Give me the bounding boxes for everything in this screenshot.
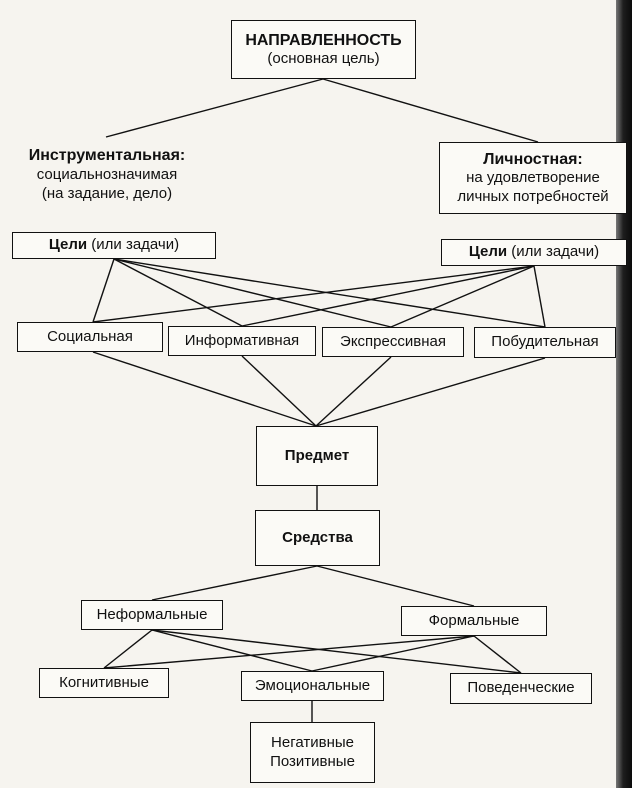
node-instrumental-title: Инструментальная: bbox=[28, 147, 186, 165]
node-subject: Предмет bbox=[256, 426, 378, 486]
node-orientation: НАПРАВЛЕННОСТЬ (основная цель) bbox=[231, 20, 416, 79]
edge-informal-behavioral bbox=[151, 629, 522, 674]
node-valence-line1: Негативные bbox=[271, 734, 354, 752]
edge-expressive-subject bbox=[315, 356, 392, 427]
node-goals-right-rest: (или задачи) bbox=[507, 243, 600, 261]
node-orientation-title: НАПРАВЛЕННОСТЬ bbox=[245, 31, 402, 49]
edge-goals-right-expressive bbox=[390, 265, 535, 328]
node-expressive: Экспрессивная bbox=[322, 327, 464, 357]
edge-formal-behavioral bbox=[473, 635, 522, 674]
edge-goals-right-motivating bbox=[533, 265, 546, 328]
node-goals-right-bold: Цели bbox=[468, 243, 508, 261]
node-valence-line2: Позитивные bbox=[270, 752, 355, 770]
node-means: Средства bbox=[255, 510, 380, 566]
edge-means-informal bbox=[151, 565, 318, 601]
edge-informal-emotional bbox=[151, 629, 313, 672]
edge-goals-left-informative bbox=[113, 258, 243, 327]
node-instrumental-line2: (на задание, дело) bbox=[41, 184, 173, 202]
node-orientation-subtitle: (основная цель) bbox=[267, 50, 380, 68]
edge-means-formal bbox=[316, 565, 475, 607]
node-instrumental-line1: социальнозначимая bbox=[36, 166, 178, 184]
node-cognitive: Когнитивные bbox=[39, 668, 169, 698]
node-personal: Личностная: на удовлетворение личных пот… bbox=[439, 142, 627, 214]
node-behavioral: Поведенческие bbox=[450, 673, 592, 704]
node-formal: Формальные bbox=[401, 606, 547, 636]
edge-goals-left-expressive bbox=[113, 258, 392, 328]
edge-root-instrumental bbox=[105, 78, 324, 138]
node-personal-line1: на удовлетворение bbox=[466, 169, 600, 187]
edge-informal-cognitive bbox=[103, 629, 153, 669]
node-personal-line2: личных потребностей bbox=[457, 187, 609, 205]
node-goals-left-rest: (или задачи) bbox=[87, 236, 180, 254]
edge-goals-left-social bbox=[92, 258, 115, 323]
node-instrumental: Инструментальная: социальнозначимая (на … bbox=[12, 137, 202, 213]
node-goals-left: Цели (или задачи) bbox=[12, 232, 216, 259]
edge-social-subject bbox=[92, 351, 317, 427]
edge-goals-right-informative bbox=[241, 265, 535, 327]
edge-formal-cognitive bbox=[103, 635, 475, 669]
node-emotional: Эмоциональные bbox=[241, 671, 384, 701]
edge-root-personal bbox=[322, 78, 539, 143]
edge-motivating-subject bbox=[315, 357, 546, 427]
node-goals-left-bold: Цели bbox=[48, 236, 88, 254]
node-personal-title: Личностная: bbox=[483, 150, 583, 168]
node-goals-right: Цели (или задачи) bbox=[441, 239, 627, 266]
edge-goals-right-social bbox=[92, 265, 535, 323]
edge-formal-emotional bbox=[311, 635, 475, 672]
node-motivating: Побудительная bbox=[474, 327, 616, 358]
node-informal: Неформальные bbox=[81, 600, 223, 630]
edge-goals-left-motivating bbox=[113, 258, 546, 328]
edge-informative-subject bbox=[241, 355, 317, 427]
node-informative: Информативная bbox=[168, 326, 316, 356]
node-valence: Негативные Позитивные bbox=[250, 722, 375, 783]
node-social: Социальная bbox=[17, 322, 163, 352]
